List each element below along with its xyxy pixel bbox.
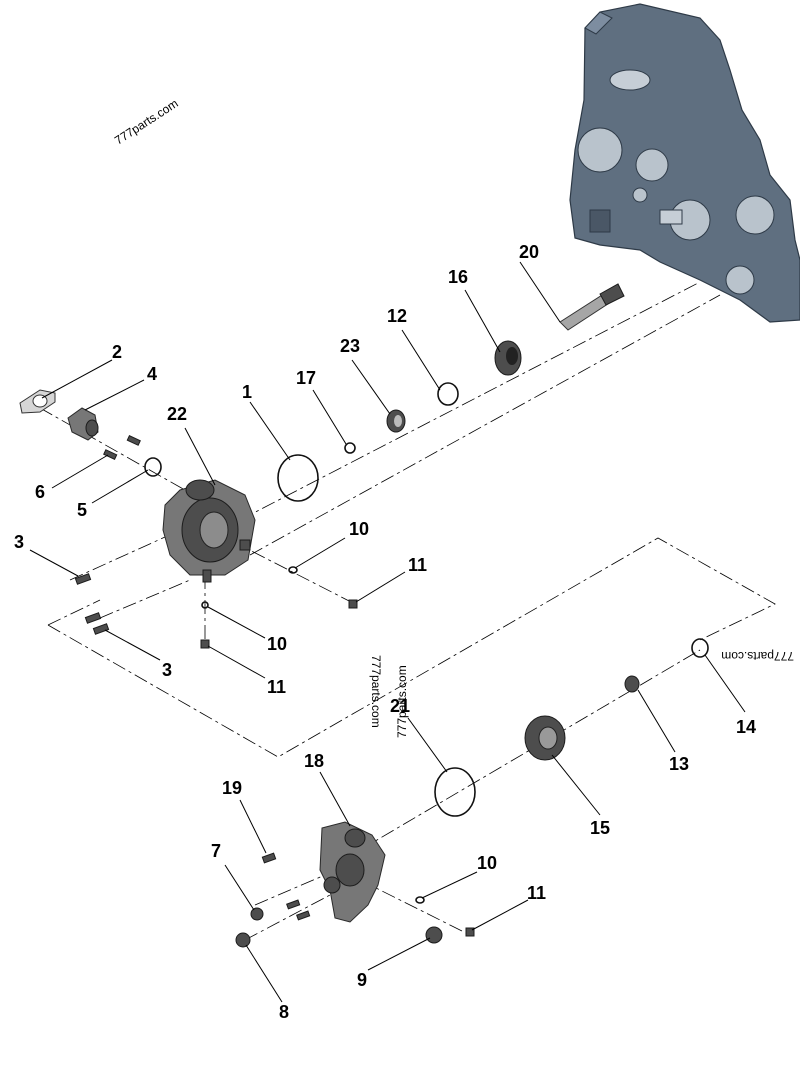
callout-4: 4 [147,364,157,384]
callout-9: 9 [357,970,367,990]
callout-3-lower: 3 [162,660,172,680]
part-17-ring [344,442,356,454]
part-10-ring-b [201,601,209,609]
part-22-water-pump-housing [162,479,256,583]
part-1-o-ring [277,454,319,502]
watermark-center: 777parts.com [369,655,383,728]
callout-21: 21 [390,696,410,716]
part-7-fittings [250,899,311,921]
callout-10-lower: 10 [477,853,497,873]
watermark-top-left: 777parts.com [112,96,181,147]
part-11-plug-a [348,599,358,609]
part-5-o-ring [144,457,162,477]
callout-17: 17 [296,368,316,388]
callout-7: 7 [211,841,221,861]
callout-18: 18 [304,751,324,771]
callout-2: 2 [112,342,122,362]
callout-13: 13 [669,754,689,774]
callout-11-middle: 11 [267,677,286,697]
part-4-elbow [67,407,99,441]
part-13-seal [624,675,640,693]
callout-23: 23 [340,336,360,356]
gear-housing-cover [569,3,800,323]
callout-14: 14 [736,717,756,737]
callout-10-middle: 10 [267,634,287,654]
part-19-bolt [261,852,277,864]
part-12-snap-ring [437,382,459,406]
part-16-bearing [494,340,522,376]
callout-10-upper: 10 [349,519,369,539]
part-21-o-ring [434,767,476,817]
watermark-center-overlap: 777parts.com [395,665,409,738]
part-18-pump-body [319,821,386,923]
part-10-ring-c [415,896,425,904]
callout-5: 5 [77,500,87,520]
callout-20: 20 [519,242,539,262]
callout-22: 22 [167,404,187,424]
callout-1: 1 [242,382,252,402]
watermark-right-mirrored: 777parts.com [721,649,794,663]
callout-16: 16 [448,267,468,287]
part-14-ring [691,638,709,658]
callout-19: 19 [222,778,242,798]
callout-11-lower: 11 [527,883,546,903]
part-20-shaft [559,283,625,331]
callout-6: 6 [35,482,45,502]
callout-11-upper: 11 [408,555,427,575]
part-3-bolts-upper [74,573,92,585]
leader-lines [29,261,746,1003]
callout-3-upper: 3 [14,532,24,552]
part-3-bolts-lower [84,612,110,635]
part-9-plug [425,926,443,944]
callout-12: 12 [387,306,407,326]
callout-15: 15 [590,818,610,838]
part-11-plug-b [200,639,210,649]
part-23-seal [386,409,406,433]
part-6-screws [103,434,141,461]
part-15-impeller [524,715,566,761]
part-8-plug [235,932,251,948]
callout-8: 8 [279,1002,289,1022]
part-10-ring-a [288,566,298,574]
part-11-plug-c [465,927,475,937]
